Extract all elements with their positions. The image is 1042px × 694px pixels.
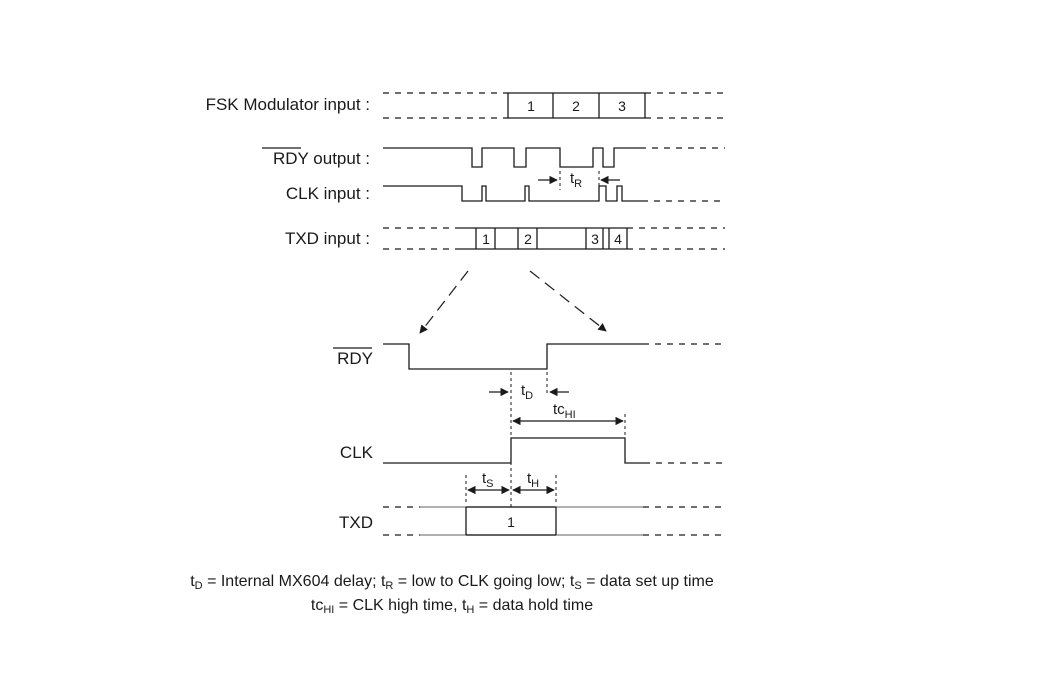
rdy-output-waveform bbox=[383, 147, 725, 168]
legend-th-sub: H bbox=[466, 604, 474, 616]
td-sub: D bbox=[525, 390, 533, 402]
txd-cell-4: 4 bbox=[614, 231, 622, 247]
tchi-label: tcHI bbox=[553, 401, 576, 421]
tr-label: tR bbox=[570, 170, 582, 190]
ts-th-annotation: tS tH bbox=[465, 470, 557, 505]
zoom-arrow-right bbox=[529, 270, 607, 332]
txd-cell-3: 3 bbox=[591, 231, 599, 247]
legend-td-sub: D bbox=[195, 580, 203, 592]
detail-txd-cell-1: 1 bbox=[507, 514, 515, 530]
fsk-waveform: 1 2 3 bbox=[383, 92, 725, 119]
rdy-output-label: RDY output : bbox=[273, 149, 370, 168]
clk-input-waveform bbox=[383, 185, 725, 202]
tr-sub: R bbox=[574, 178, 582, 190]
td-t: t bbox=[521, 382, 526, 399]
legend-ts-desc: = data set up time bbox=[582, 573, 714, 590]
detail-rdy-label: RDY bbox=[337, 349, 373, 368]
ts-sub: S bbox=[486, 478, 493, 490]
fsk-cell-1: 1 bbox=[527, 98, 535, 114]
legend-tchi-tc: tc bbox=[311, 597, 323, 614]
tr-annotation: tR bbox=[538, 170, 620, 190]
tchi-annotation: tcHI bbox=[512, 401, 626, 436]
detail-txd-waveform: 1 bbox=[383, 506, 725, 536]
fsk-modulator-input-label: FSK Modulator input : bbox=[206, 95, 370, 114]
td-label: tD bbox=[521, 382, 533, 402]
th-sub: H bbox=[531, 478, 539, 490]
detail-clk-waveform bbox=[383, 437, 725, 464]
legend-tr-sub: R bbox=[385, 580, 393, 592]
detail-txd-label: TXD bbox=[339, 513, 373, 532]
legend-tchi-sub: HI bbox=[323, 604, 334, 616]
legend-th-desc: = data hold time bbox=[474, 597, 593, 614]
zoom-arrow-left bbox=[419, 270, 469, 334]
rdy-output-name: RDY bbox=[273, 149, 309, 168]
txd-input-waveform: 1 2 3 4 bbox=[383, 227, 725, 250]
txd-cell-1: 1 bbox=[482, 231, 490, 247]
legend-td-t: t bbox=[190, 573, 195, 590]
th-t: t bbox=[527, 470, 532, 487]
detail-clk-label: CLK bbox=[340, 443, 374, 462]
clk-input-label: CLK input : bbox=[286, 184, 370, 203]
legend-tchi-desc: = CLK high time, t bbox=[334, 597, 467, 614]
tchi-tc: tc bbox=[553, 401, 565, 418]
legend-line-1: tD = Internal MX604 delay; tR = low to C… bbox=[190, 573, 714, 592]
td-annotation: tD bbox=[489, 372, 569, 510]
legend-line-2: tcHI = CLK high time, tH = data hold tim… bbox=[311, 597, 593, 616]
ts-t: t bbox=[482, 470, 487, 487]
ts-label: tS bbox=[482, 470, 494, 490]
fsk-cell-3: 3 bbox=[618, 98, 626, 114]
rdy-output-suffix: output : bbox=[309, 149, 370, 168]
tchi-sub: HI bbox=[565, 409, 576, 421]
txd-input-label: TXD input : bbox=[285, 229, 370, 248]
txd-cell-2: 2 bbox=[524, 231, 532, 247]
legend-tr-desc: = low to CLK going low; t bbox=[393, 573, 575, 590]
legend-td-desc: = Internal MX604 delay; t bbox=[203, 573, 386, 590]
fsk-cell-2: 2 bbox=[572, 98, 580, 114]
legend-ts-sub: S bbox=[574, 580, 581, 592]
th-label: tH bbox=[527, 470, 539, 490]
tr-t: t bbox=[570, 170, 575, 187]
detail-rdy-waveform bbox=[383, 343, 725, 370]
